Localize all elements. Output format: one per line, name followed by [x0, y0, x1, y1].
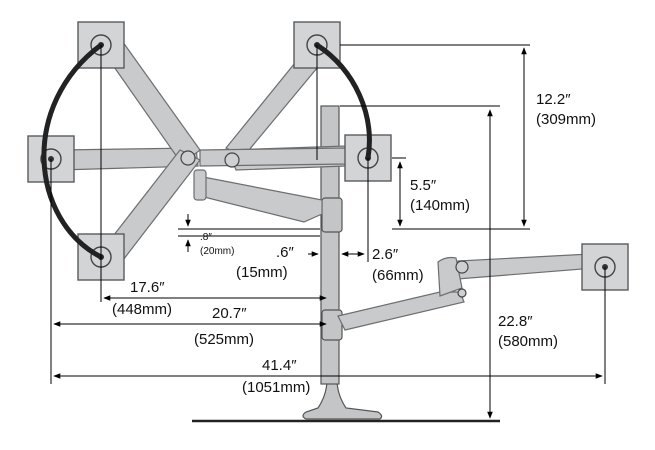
dim-5-5-mm: (140mm) [410, 197, 470, 214]
dim-0-8-in: .8″ [200, 232, 212, 243]
lower-right-arm [337, 253, 596, 331]
upper-middle-arm [193, 169, 323, 223]
dim-20-7: 20.7″ (525mm) [53, 305, 327, 348]
dim-2-6: 2.6″ (66mm) [341, 246, 424, 284]
dim-0-8-mm: (20mm) [200, 246, 234, 257]
dim-20-7-mm: (525mm) [194, 331, 254, 348]
left-rotation-arc [41, 42, 104, 260]
dim-5-5: 5.5″ (140mm) [392, 157, 470, 227]
dim-12-2-in: 12.2″ [536, 91, 571, 108]
dim-2-6-mm: (66mm) [372, 267, 424, 284]
dim-41-4-mm: (1051mm) [242, 379, 310, 396]
right-rotation-arc [314, 42, 372, 161]
dim-41-4-in: 41.4″ [262, 357, 297, 374]
dim-0-6: .6″ (15mm) [236, 244, 319, 281]
dim-22-8-in: 22.8″ [498, 313, 533, 330]
dim-2-6-in: 2.6″ [372, 246, 399, 263]
dim-17-6: 17.6″ (448mm) [103, 279, 327, 318]
dim-22-8: 22.8″ (580mm) [340, 105, 558, 419]
dim-41-4: 41.4″ (1051mm) [53, 357, 603, 396]
dim-0-6-mm: (15mm) [236, 264, 288, 281]
dim-22-8-mm: (580mm) [498, 333, 558, 350]
dim-17-6-in: 17.6″ [130, 279, 165, 296]
dim-5-5-in: 5.5″ [410, 177, 437, 194]
lower-clamp-collar [321, 309, 343, 341]
dim-17-6-mm: (448mm) [112, 301, 172, 318]
dim-0-6-in: .6″ [276, 244, 295, 261]
dim-0-8: .8″ (20mm) [178, 214, 320, 257]
dim-12-2: 12.2″ (309mm) [340, 44, 596, 230]
dim-12-2-mm: (309mm) [536, 111, 596, 128]
center-guide-lines [50, 45, 606, 384]
dim-20-7-in: 20.7″ [212, 305, 247, 322]
upper-clamp-collar [321, 197, 343, 233]
base-foot [192, 381, 500, 423]
horizontal-crossbar [59, 147, 347, 171]
pole [320, 105, 343, 385]
